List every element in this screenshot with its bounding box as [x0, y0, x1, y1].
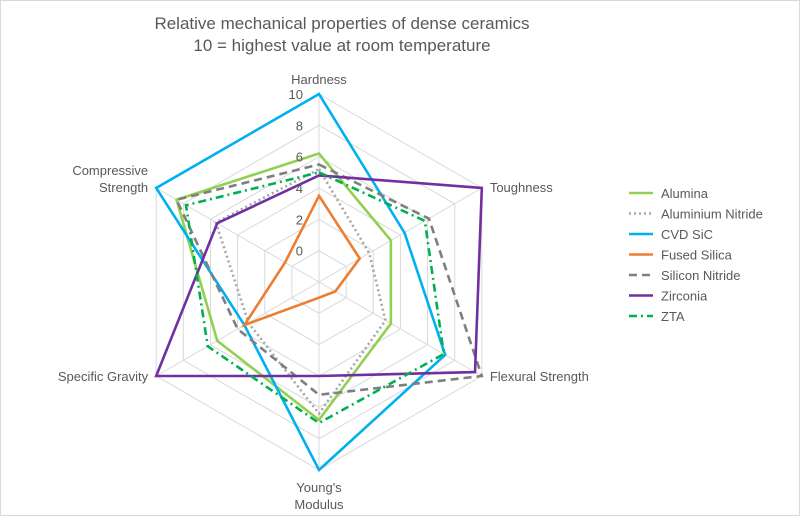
- tick-label: 8: [296, 118, 303, 133]
- legend-label: Fused Silica: [661, 248, 733, 263]
- tick-label: 2: [296, 212, 303, 227]
- grid-spoke: [155, 281, 320, 377]
- tick-label: 4: [296, 181, 303, 196]
- legend-label: Alumina: [661, 186, 709, 201]
- axis-label: Modulus: [294, 497, 344, 512]
- series-line-cvd-sic: [154, 92, 447, 473]
- series-layer: [154, 92, 484, 473]
- tick-label: 10: [289, 87, 303, 102]
- grid-spoke: [318, 187, 483, 283]
- axis-label: Young's: [296, 480, 342, 495]
- legend-label: Aluminium Nitride: [661, 207, 763, 222]
- series-line-alumina: [174, 152, 393, 422]
- chart-title: Relative mechanical properties of dense …: [154, 14, 529, 55]
- series-line-zirconia: [154, 174, 484, 378]
- legend-label: Zirconia: [661, 289, 708, 304]
- grid-spoke: [155, 187, 320, 283]
- axis-label: Hardness: [291, 72, 347, 87]
- axis-label: Strength: [99, 180, 148, 195]
- axis-label: Toughness: [490, 180, 553, 195]
- series-line-aluminium-nitride: [214, 167, 387, 416]
- tick-label: 0: [296, 244, 303, 259]
- axis-label: Flexural Strength: [490, 369, 589, 384]
- legend-label: ZTA: [661, 309, 685, 324]
- grid-spoke: [318, 281, 483, 377]
- series-line-silicon-nitride: [174, 163, 484, 397]
- chart-title-line-2: 10 = highest value at room temperature: [193, 36, 490, 55]
- legend-label: CVD SiC: [661, 227, 713, 242]
- legend-label: Silicon Nitride: [661, 268, 740, 283]
- series-line-fused-silica: [241, 193, 362, 328]
- axis-label: Specific Gravity: [58, 369, 149, 384]
- axis-label: Compressive: [72, 163, 148, 178]
- series-line-zta: [184, 170, 446, 425]
- tick-labels: 0 2 4 6 8 10: [289, 87, 303, 259]
- tick-label: 6: [296, 150, 303, 165]
- chart-title-line-1: Relative mechanical properties of dense …: [154, 14, 529, 33]
